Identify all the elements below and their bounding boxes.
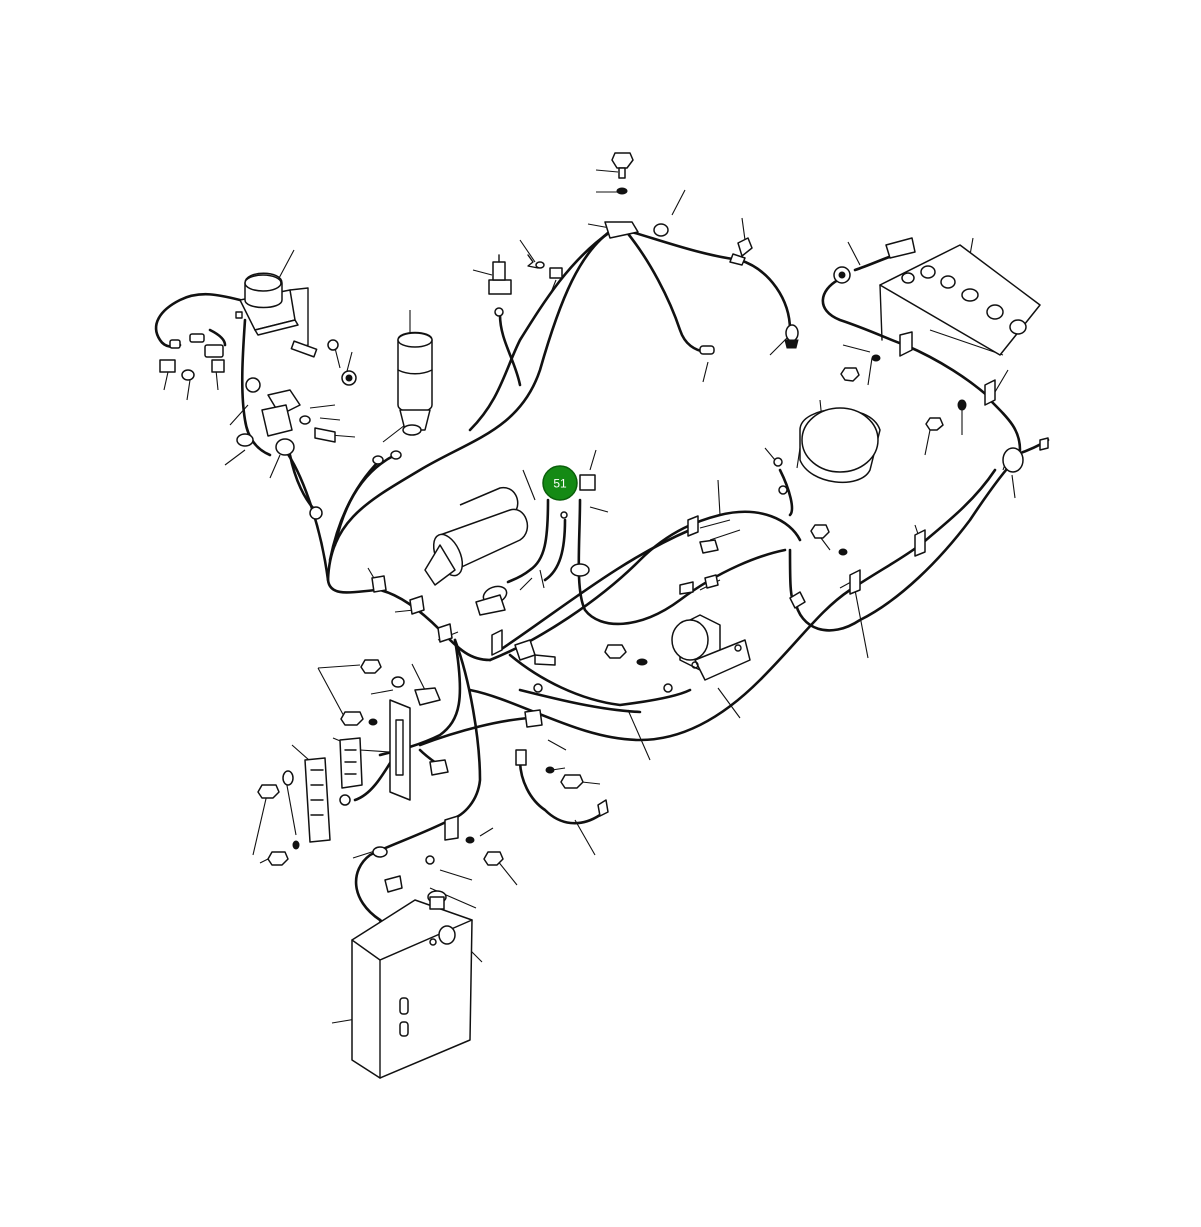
harness-clips-center xyxy=(371,515,719,728)
battery xyxy=(833,237,1049,473)
lower-left-parts xyxy=(257,659,449,866)
junction-box xyxy=(351,815,504,1079)
ground-strap xyxy=(515,749,609,817)
harness-clips-right xyxy=(773,457,926,609)
left-terminal-parts xyxy=(159,333,402,520)
callout-number: 51 xyxy=(553,477,567,491)
filter-canister xyxy=(799,407,881,484)
top-mounting-bolt xyxy=(604,152,753,266)
callout-51[interactable]: 51 xyxy=(542,465,578,501)
starter-solenoid xyxy=(604,614,751,681)
oil-pressure-switch xyxy=(488,254,563,317)
battery-cable-lead xyxy=(506,474,596,584)
voltage-regulator xyxy=(235,272,318,358)
temperature-sender xyxy=(699,324,799,355)
leader-lines xyxy=(163,169,1041,1024)
main-wiring-harness xyxy=(154,226,1050,1052)
callout-circle[interactable] xyxy=(542,465,578,501)
ignition-coil xyxy=(397,331,433,436)
starter-motor xyxy=(424,487,529,616)
